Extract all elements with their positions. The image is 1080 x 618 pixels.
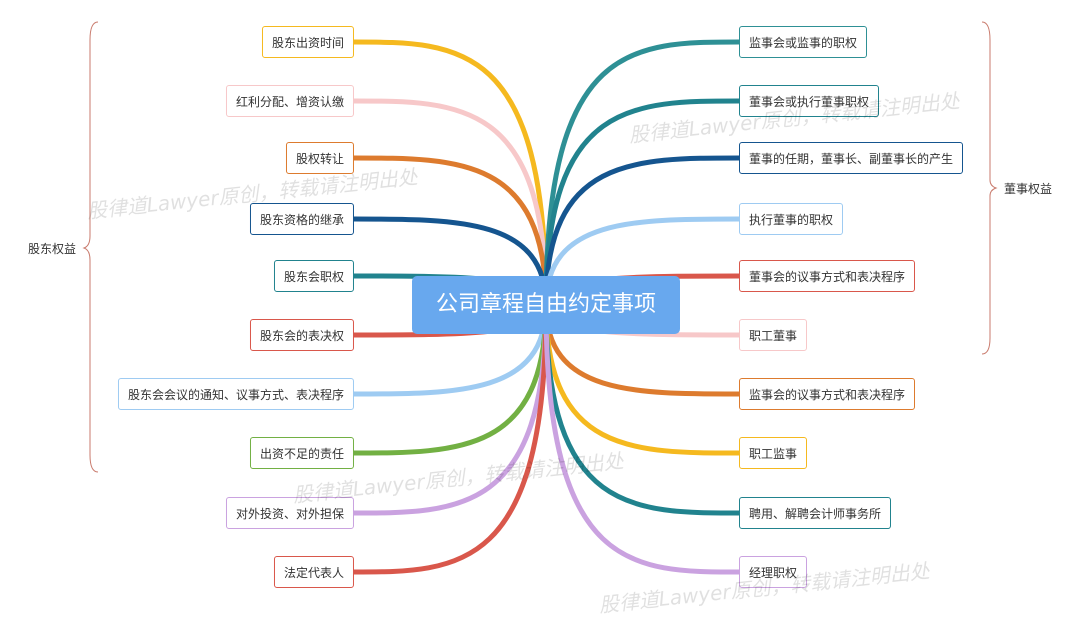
left-node[interactable]: 股东会会议的通知、议事方式、表决程序 bbox=[117, 378, 354, 410]
right-node[interactable]: 监事会或监事的职权 bbox=[739, 26, 868, 58]
left-node[interactable]: 股东会的表决权 bbox=[249, 319, 354, 351]
left-node[interactable]: 出资不足的责任 bbox=[249, 437, 354, 469]
connector-line bbox=[351, 302, 549, 397]
group-label-director: 董事权益 bbox=[1004, 182, 1053, 196]
central-topic[interactable]: 公司章程自由约定事项 bbox=[412, 276, 680, 334]
right-node[interactable]: 执行董事的职权 bbox=[739, 203, 844, 235]
left-node[interactable]: 红利分配、增资认缴 bbox=[225, 85, 354, 117]
right-node[interactable]: 董事的任期，董事长、副董事长的产生 bbox=[739, 142, 964, 174]
left-group-bracket bbox=[82, 21, 99, 473]
left-node[interactable]: 股东出资时间 bbox=[261, 26, 354, 58]
left-node[interactable]: 法定代表人 bbox=[273, 556, 354, 588]
right-node[interactable]: 职工监事 bbox=[739, 437, 808, 469]
connector-line bbox=[351, 98, 549, 308]
connector-line bbox=[351, 39, 549, 308]
group-label-shareholder: 股东权益 bbox=[28, 242, 77, 256]
right-node[interactable]: 监事会的议事方式和表决程序 bbox=[739, 378, 916, 410]
left-node[interactable]: 对外投资、对外担保 bbox=[225, 497, 354, 529]
connector-line bbox=[543, 302, 742, 575]
connector-line bbox=[543, 155, 742, 308]
connector-line bbox=[543, 98, 742, 308]
connector-line bbox=[543, 302, 742, 397]
left-node[interactable]: 股东资格的继承 bbox=[249, 203, 354, 235]
right-node[interactable]: 职工董事 bbox=[739, 319, 808, 351]
right-node[interactable]: 经理职权 bbox=[739, 556, 808, 588]
right-node[interactable]: 聘用、解聘会计师事务所 bbox=[739, 497, 892, 529]
right-node[interactable]: 董事会或执行董事职权 bbox=[739, 85, 880, 117]
left-node[interactable]: 股权转让 bbox=[285, 142, 354, 174]
right-group-bracket bbox=[981, 21, 998, 355]
connector-line bbox=[543, 39, 742, 308]
connector-line bbox=[351, 302, 549, 575]
connector-line bbox=[351, 155, 549, 308]
left-node[interactable]: 股东会职权 bbox=[273, 260, 354, 292]
right-node[interactable]: 董事会的议事方式和表决程序 bbox=[739, 260, 916, 292]
